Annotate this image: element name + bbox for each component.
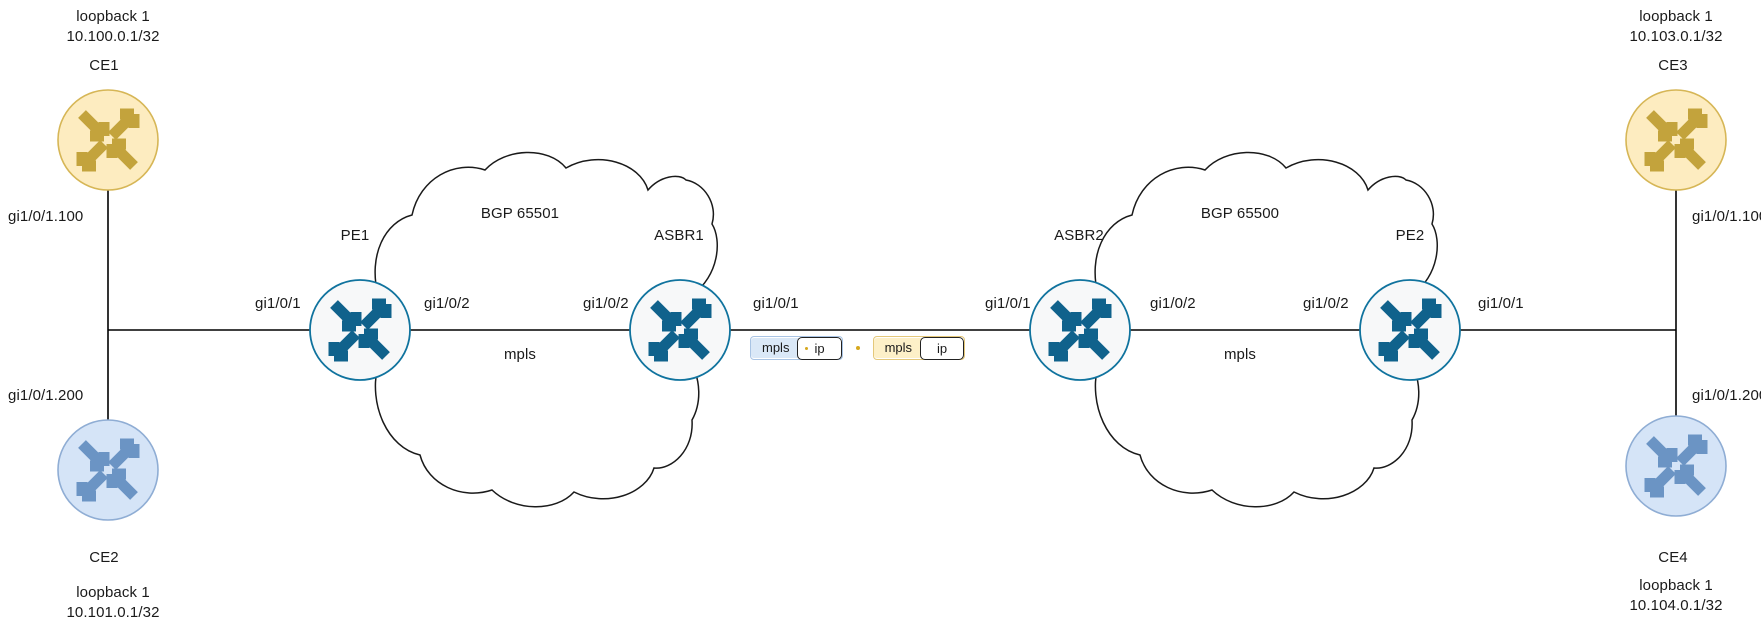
iface-label-pe1-left: gi1/0/1 (255, 295, 301, 312)
iface-label-asbr1-right: gi1/0/1 (753, 295, 799, 312)
legend-ip-label-gold: ip (937, 340, 948, 356)
node-label-ce2: CE2 (89, 549, 119, 566)
iface-label-ce1-sub: gi1/0/1.100 (8, 208, 84, 225)
legend-badge-mpls-ip-gold[interactable]: mpls ip (872, 336, 966, 360)
legend-badge-mpls-ip-blue[interactable]: mpls ip (750, 336, 843, 360)
ce3-loopback-address: 10.103.0.1/32 (1629, 28, 1723, 45)
link-label-mpls-right: mpls (1223, 346, 1257, 363)
iface-label-pe1-right: gi1/0/2 (424, 295, 470, 312)
iface-label-pe2-right: gi1/0/1 (1478, 295, 1524, 312)
iface-label-asbr2-left: gi1/0/1 (985, 295, 1031, 312)
node-label-ce3: CE3 (1658, 57, 1688, 74)
node-ce1[interactable] (57, 89, 159, 191)
legend-separator-dot-icon (855, 346, 860, 350)
node-label-ce1: CE1 (89, 57, 119, 74)
node-ce4[interactable] (1625, 415, 1727, 517)
legend-dot-icon-blue (805, 347, 809, 350)
node-pe2[interactable] (1359, 279, 1461, 381)
legend-ip-box-gold: ip (920, 336, 965, 360)
legend-mpls-tag-gold: mpls (873, 338, 924, 358)
node-ce3[interactable] (1625, 89, 1727, 191)
iface-label-ce4-sub: gi1/0/1.200 (1692, 387, 1761, 404)
cloud-label-bgp-65501: BGP 65501 (480, 205, 560, 222)
cloud-label-bgp-65500: BGP 65500 (1200, 205, 1280, 222)
ce4-loopback-label: loopback 1 (1639, 577, 1713, 594)
node-label-pe1: PE1 (340, 227, 370, 244)
legend-ip-label-blue: ip (814, 340, 825, 356)
ce2-loopback-label: loopback 1 (76, 584, 150, 601)
legend-ip-box-blue: ip (797, 336, 842, 360)
iface-label-ce3-sub: gi1/0/1.100 (1692, 208, 1761, 225)
ce3-loopback-label: loopback 1 (1639, 8, 1713, 25)
ce4-loopback-address: 10.104.0.1/32 (1629, 597, 1723, 614)
iface-label-pe2-left: gi1/0/2 (1303, 295, 1349, 312)
node-asbr2[interactable] (1029, 279, 1131, 381)
link-label-mpls-left: mpls (503, 346, 537, 363)
ce2-loopback-address: 10.101.0.1/32 (66, 604, 160, 621)
ce1-loopback-label: loopback 1 (76, 8, 150, 25)
cloud-bgp-65501 (374, 151, 718, 508)
legend-mpls-tag-blue: mpls (751, 338, 801, 358)
iface-label-asbr2-right: gi1/0/2 (1150, 295, 1196, 312)
links-layer (107, 190, 1677, 420)
node-label-asbr1: ASBR1 (654, 227, 704, 244)
node-pe1[interactable] (309, 279, 411, 381)
iface-label-ce2-sub: gi1/0/1.200 (8, 387, 84, 404)
cloud-bgp-65500 (1094, 151, 1438, 508)
node-label-pe2: PE2 (1395, 227, 1425, 244)
node-label-asbr2: ASBR2 (1054, 227, 1104, 244)
ce1-loopback-address: 10.100.0.1/32 (66, 28, 160, 45)
packet-encapsulation-legend: mpls ip mpls ip (750, 336, 966, 360)
node-asbr1[interactable] (629, 279, 731, 381)
node-ce2[interactable] (57, 419, 159, 521)
iface-label-asbr1-left: gi1/0/2 (583, 295, 629, 312)
node-label-ce4: CE4 (1658, 549, 1688, 566)
